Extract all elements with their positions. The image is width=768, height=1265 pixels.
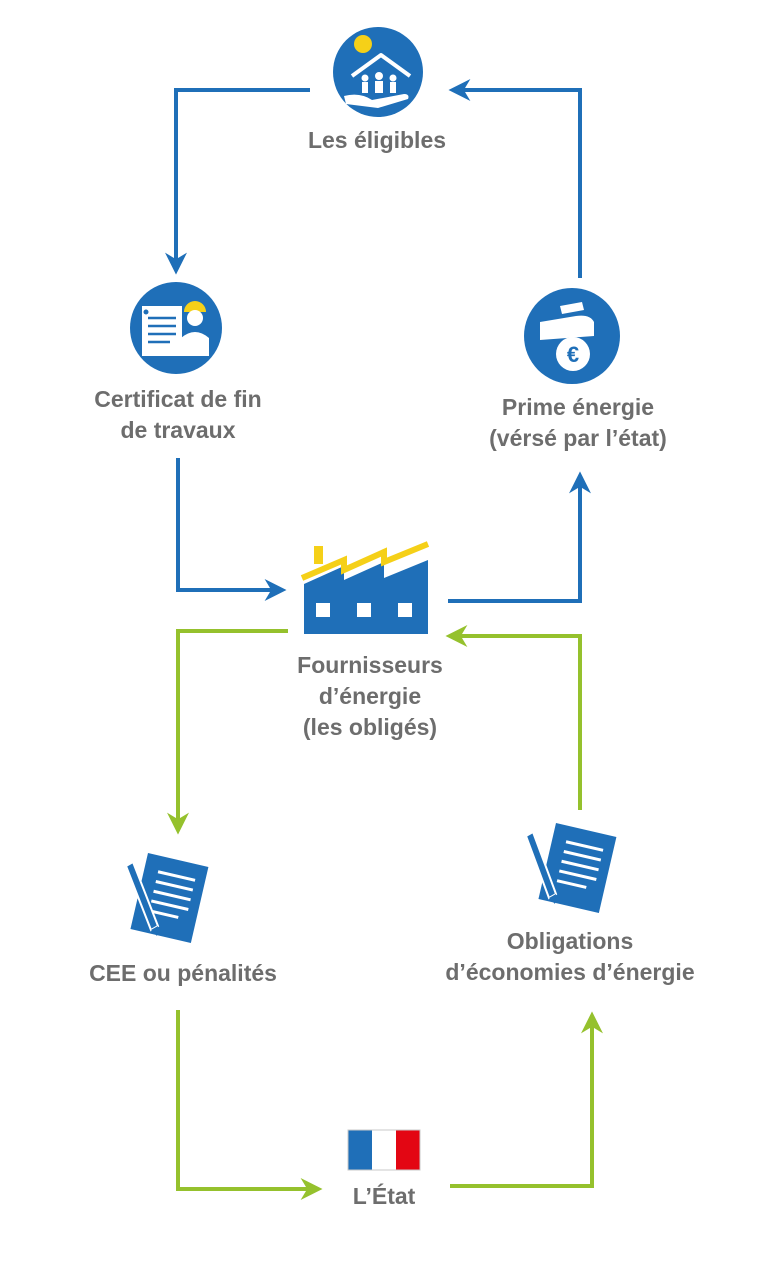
- node-label-obligations: Obligations d’économies d’énergie: [400, 926, 740, 988]
- node-label-fournisseurs: Fournisseurs d’énergie (les obligés): [262, 650, 478, 743]
- certificat-label-line1: Certificat de fin: [94, 386, 262, 412]
- document-pen-icon: [524, 823, 617, 913]
- eligibles-label: Les éligibles: [307, 127, 447, 153]
- obligations-label-line1: Obligations: [506, 928, 634, 954]
- svg-text:€: €: [567, 342, 579, 367]
- arrow-certificat-to-fournisseurs: [176, 458, 287, 601]
- hand-euro-coin-icon: €: [524, 288, 620, 384]
- fournisseurs-label-line1: Fournisseurs: [297, 652, 443, 678]
- arrow-cee-to-etat: [176, 1010, 323, 1200]
- node-label-prime: Prime énergie (vérsé par l’état): [452, 392, 704, 454]
- arrow-fournisseurs-to-prime: [448, 471, 591, 603]
- factory-icon: [300, 541, 430, 634]
- prime-label-line2: (vérsé par l’état): [489, 425, 667, 451]
- obligations-label-line2: d’économies d’énergie: [445, 959, 695, 985]
- node-label-etat: L’État: [324, 1181, 444, 1212]
- arrow-fournisseurs-to-cee: [167, 629, 288, 835]
- certificat-label-line2: de travaux: [120, 417, 236, 443]
- etat-label: L’État: [352, 1183, 416, 1209]
- arrow-obligations-to-fournisseurs: [445, 625, 582, 810]
- document-pen-icon: [124, 853, 209, 943]
- cee-label: CEE ou pénalités: [89, 960, 277, 986]
- fournisseurs-label-line3: (les obligés): [302, 714, 438, 740]
- node-label-eligibles: Les éligibles: [291, 125, 463, 156]
- node-label-cee: CEE ou pénalités: [52, 958, 314, 989]
- certificate-worker-icon: [130, 282, 222, 374]
- arrow-eligibles-to-certificat: [165, 88, 310, 275]
- french-flag-icon: [347, 1129, 421, 1171]
- arrow-prime-to-eligibles: [448, 79, 582, 278]
- fournisseurs-label-line2: d’énergie: [318, 683, 422, 709]
- house-family-hand-icon: [333, 27, 423, 117]
- prime-label-line1: Prime énergie: [501, 394, 655, 420]
- node-label-certificat: Certificat de fin de travaux: [55, 384, 301, 446]
- arrow-etat-to-obligations: [450, 1011, 603, 1188]
